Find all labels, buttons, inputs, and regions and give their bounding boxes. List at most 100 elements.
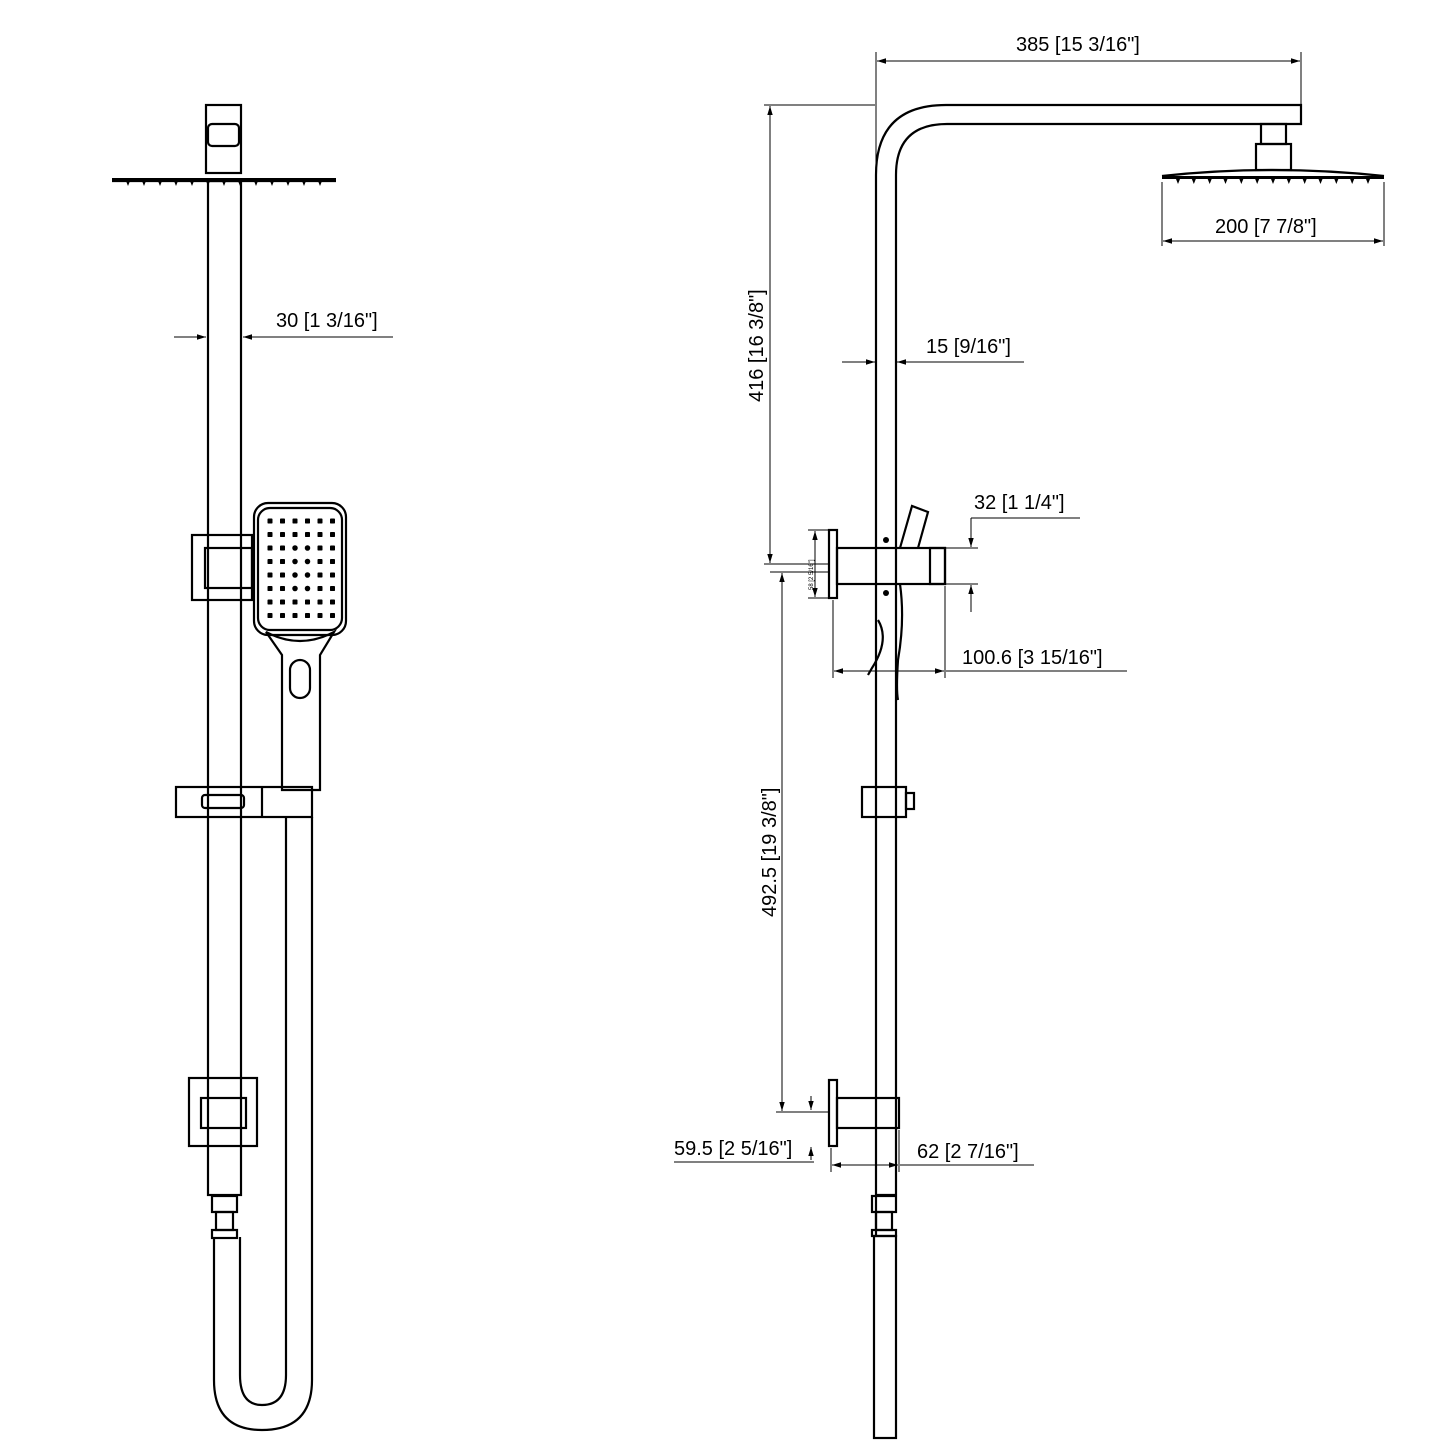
nozzle-mark	[1223, 179, 1228, 184]
dim-flange-height-group: 58 [2 5/16"]	[808, 529, 828, 599]
spray-hole	[292, 585, 298, 592]
nozzle-mark	[1239, 179, 1244, 184]
front-inlet-fitting	[210, 1194, 239, 1240]
spray-hole	[330, 613, 335, 618]
spray-hole	[280, 518, 285, 524]
front-hand-shower	[252, 501, 348, 792]
dim-upper-height-group: 416 [16 3/8"]	[746, 104, 875, 565]
nozzle-mark	[254, 181, 258, 186]
nozzle-mark	[1334, 179, 1339, 184]
nozzle-mark	[126, 181, 130, 186]
spray-hole	[330, 545, 335, 551]
spray-hole	[280, 532, 285, 537]
nozzle-mark	[158, 181, 162, 186]
spray-hole	[267, 572, 273, 578]
spray-hole	[267, 613, 273, 618]
spray-hole	[317, 599, 323, 605]
spray-hole	[330, 518, 335, 524]
nozzle-mark	[1207, 179, 1212, 184]
dim-bracket-height-group: 32 [1 1/4"]	[946, 492, 1080, 612]
side-head-mount	[1254, 122, 1293, 172]
spray-hole	[292, 599, 298, 605]
spray-hole	[305, 532, 310, 537]
dim-lower-flange-group: 59.5 [2 5/16"]	[674, 1096, 814, 1163]
front-soap-dish	[174, 785, 314, 819]
side-rain-head	[1161, 168, 1385, 184]
spray-hole	[292, 613, 298, 618]
nozzle-mark	[318, 181, 322, 186]
spray-hole	[304, 545, 311, 551]
dim-arm-reach: 385 [15 3/16"]	[1016, 34, 1140, 56]
spray-hole	[267, 599, 273, 605]
spray-hole	[305, 599, 310, 605]
spray-hole	[317, 518, 323, 524]
spray-hole	[280, 572, 285, 578]
spray-hole	[317, 586, 323, 591]
spray-hole	[304, 585, 311, 592]
spray-hole	[280, 599, 285, 605]
spray-hole	[292, 545, 298, 551]
dim-pipe-width-group: 15 [9/16"]	[842, 336, 1024, 365]
front-upper-bracket	[190, 533, 254, 602]
nozzle-mark	[1271, 179, 1275, 184]
spray-hole	[330, 599, 335, 605]
spray-hole	[304, 572, 311, 578]
spray-hole	[267, 532, 273, 537]
nozzle-mark	[222, 181, 226, 186]
dim-bracket-projection-group: 100.6 [3 15/16"]	[832, 586, 1127, 678]
side-pipe-arm	[874, 103, 1303, 1235]
dim-lower-height: 492.5 [19 3/8"]	[759, 788, 781, 917]
spray-hole	[330, 532, 335, 537]
front-top-mount	[204, 103, 243, 175]
dim-bracket-height: 32 [1 1/4"]	[974, 492, 1065, 514]
nozzle-mark	[1286, 179, 1291, 184]
dim-bracket-projection: 100.6 [3 15/16"]	[962, 647, 1103, 669]
nozzle-mark	[302, 181, 306, 186]
spray-hole	[292, 532, 298, 537]
spray-hole	[330, 559, 335, 564]
nozzle-mark	[1176, 179, 1180, 184]
spray-hole	[317, 613, 323, 618]
spray-hole	[280, 613, 285, 618]
dim-lower-projection-group: 62 [2 7/16"]	[830, 1130, 1034, 1172]
dim-lower-flange: 59.5 [2 5/16"]	[674, 1138, 792, 1160]
spray-hole	[292, 518, 298, 524]
dim-lower-height-group: 492.5 [19 3/8"]	[759, 571, 828, 1113]
side-lower-bracket	[827, 1078, 901, 1148]
spray-hole	[304, 558, 311, 565]
spray-hole	[267, 518, 273, 524]
side-inlet-fitting	[870, 1194, 898, 1440]
front-lower-bracket	[187, 1076, 259, 1148]
dim-flange-height: 58 [2 5/16"]	[809, 559, 815, 590]
spray-hole	[292, 558, 298, 565]
dim-arm-reach-group: 385 [15 3/16"]	[875, 34, 1302, 560]
spray-hole	[267, 559, 273, 564]
spray-hole	[292, 572, 298, 578]
front-view: 30 [1 3/16"]	[112, 103, 393, 1432]
nozzle-mark	[1366, 179, 1370, 184]
spray-hole	[267, 586, 273, 591]
spray-hole	[267, 545, 273, 551]
nozzle-mark	[174, 181, 178, 186]
spray-hole	[317, 532, 323, 537]
nozzle-mark	[1350, 179, 1355, 184]
spray-hole	[305, 613, 310, 618]
spray-hole	[280, 559, 285, 564]
side-hand-shower	[867, 504, 930, 701]
front-top-nut	[206, 122, 241, 148]
front-hose	[238, 817, 288, 1407]
side-upper-bracket	[827, 528, 947, 600]
nozzle-mark	[286, 181, 290, 186]
front-rail-width-dimension: 30 [1 3/16"]	[174, 310, 393, 340]
nozzle-mark	[1302, 179, 1307, 184]
side-slider	[860, 785, 916, 819]
nozzle-mark	[1255, 179, 1260, 184]
spray-hole	[330, 572, 335, 578]
dim-head-diameter-group: 200 [7 7/8"]	[1161, 182, 1385, 246]
spray-hole	[280, 586, 285, 591]
dim-rail-width: 30 [1 3/16"]	[276, 310, 378, 332]
nozzle-mark	[1318, 179, 1323, 184]
spray-hole	[317, 545, 323, 551]
dim-pipe-width: 15 [9/16"]	[926, 336, 1011, 358]
